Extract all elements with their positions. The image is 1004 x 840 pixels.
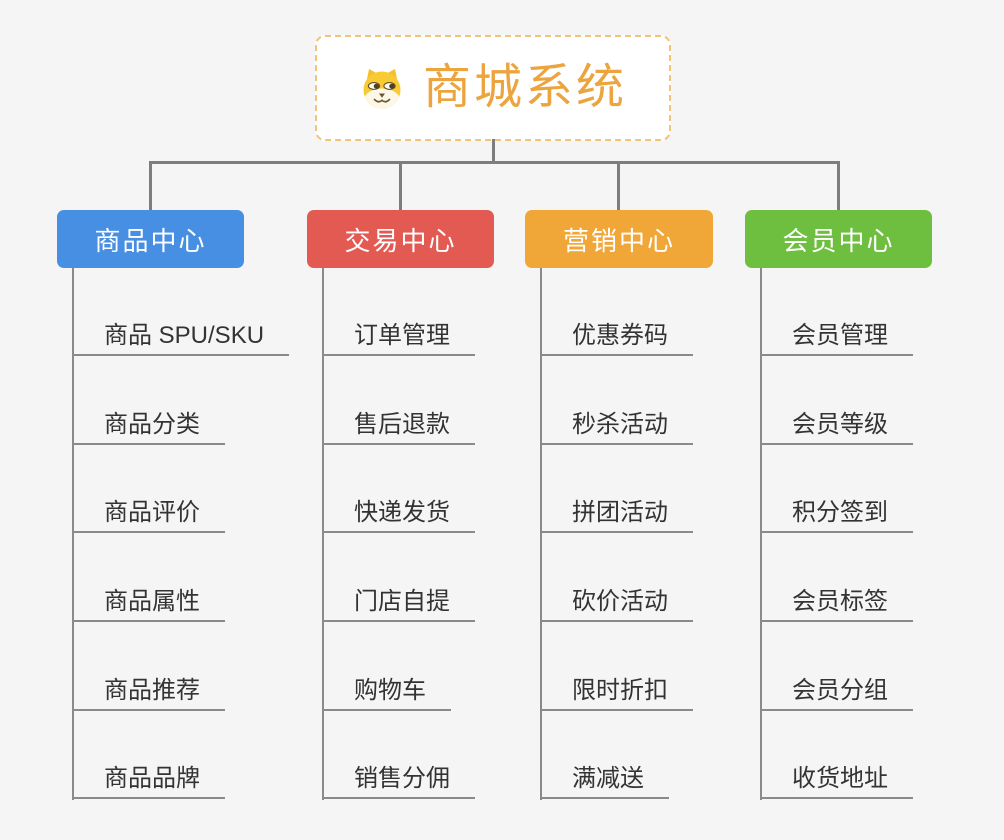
branch-node-marketing-center[interactable]: 营销中心: [525, 210, 713, 268]
leaf-order-management[interactable]: 订单管理: [322, 316, 475, 356]
leaf-sales-commission[interactable]: 销售分佣: [322, 759, 475, 799]
leaf-member-management[interactable]: 会员管理: [760, 316, 913, 356]
leaf-coupon-code[interactable]: 优惠券码: [540, 316, 693, 356]
branch-node-member-center[interactable]: 会员中心: [745, 210, 932, 268]
connector-drop-marketing: [617, 161, 620, 211]
root-title: 商城系统: [422, 61, 627, 114]
leaf-product-spu-sku[interactable]: 商品 SPU/SKU: [72, 316, 290, 356]
leaf-flash-sale[interactable]: 秒杀活动: [540, 405, 693, 445]
leaf-group-buying[interactable]: 拼团活动: [540, 493, 693, 533]
branch-node-trade-center[interactable]: 交易中心: [307, 210, 494, 268]
connector-drop-trade: [399, 161, 402, 211]
spine-trade-center: [322, 268, 324, 800]
leaf-product-attribute[interactable]: 商品属性: [72, 582, 225, 622]
leaf-limited-time-discount[interactable]: 限时折扣: [540, 671, 693, 711]
leaf-product-review[interactable]: 商品评价: [72, 493, 225, 533]
shiba-dog-face-icon: [363, 69, 401, 109]
root-node[interactable]: 商城系统: [315, 35, 671, 141]
connector-drop-product: [149, 161, 152, 211]
spine-member-center: [760, 268, 762, 800]
branch-node-product-center[interactable]: 商品中心: [57, 210, 244, 268]
leaf-store-pickup[interactable]: 门店自提: [322, 582, 475, 622]
connector-drop-member: [837, 161, 840, 211]
leaf-aftersale-refund[interactable]: 售后退款: [322, 405, 475, 445]
leaf-shipping-address[interactable]: 收货地址: [760, 759, 913, 799]
leaf-product-brand[interactable]: 商品品牌: [72, 759, 225, 799]
leaf-member-group[interactable]: 会员分组: [760, 671, 913, 711]
spine-product-center: [72, 268, 74, 800]
leaf-product-category[interactable]: 商品分类: [72, 405, 225, 445]
leaf-member-level[interactable]: 会员等级: [760, 405, 913, 445]
connector-root-stub: [492, 139, 495, 163]
leaf-points-checkin[interactable]: 积分签到: [760, 493, 913, 533]
connector-horizontal: [149, 161, 840, 164]
leaf-product-recommend[interactable]: 商品推荐: [72, 671, 225, 711]
leaf-shopping-cart[interactable]: 购物车: [322, 671, 451, 711]
spine-marketing-center: [540, 268, 542, 800]
leaf-member-tag[interactable]: 会员标签: [760, 582, 913, 622]
leaf-spend-and-save[interactable]: 满减送: [540, 759, 669, 799]
leaf-bargain-activity[interactable]: 砍价活动: [540, 582, 693, 622]
leaf-express-delivery[interactable]: 快递发货: [322, 493, 475, 533]
